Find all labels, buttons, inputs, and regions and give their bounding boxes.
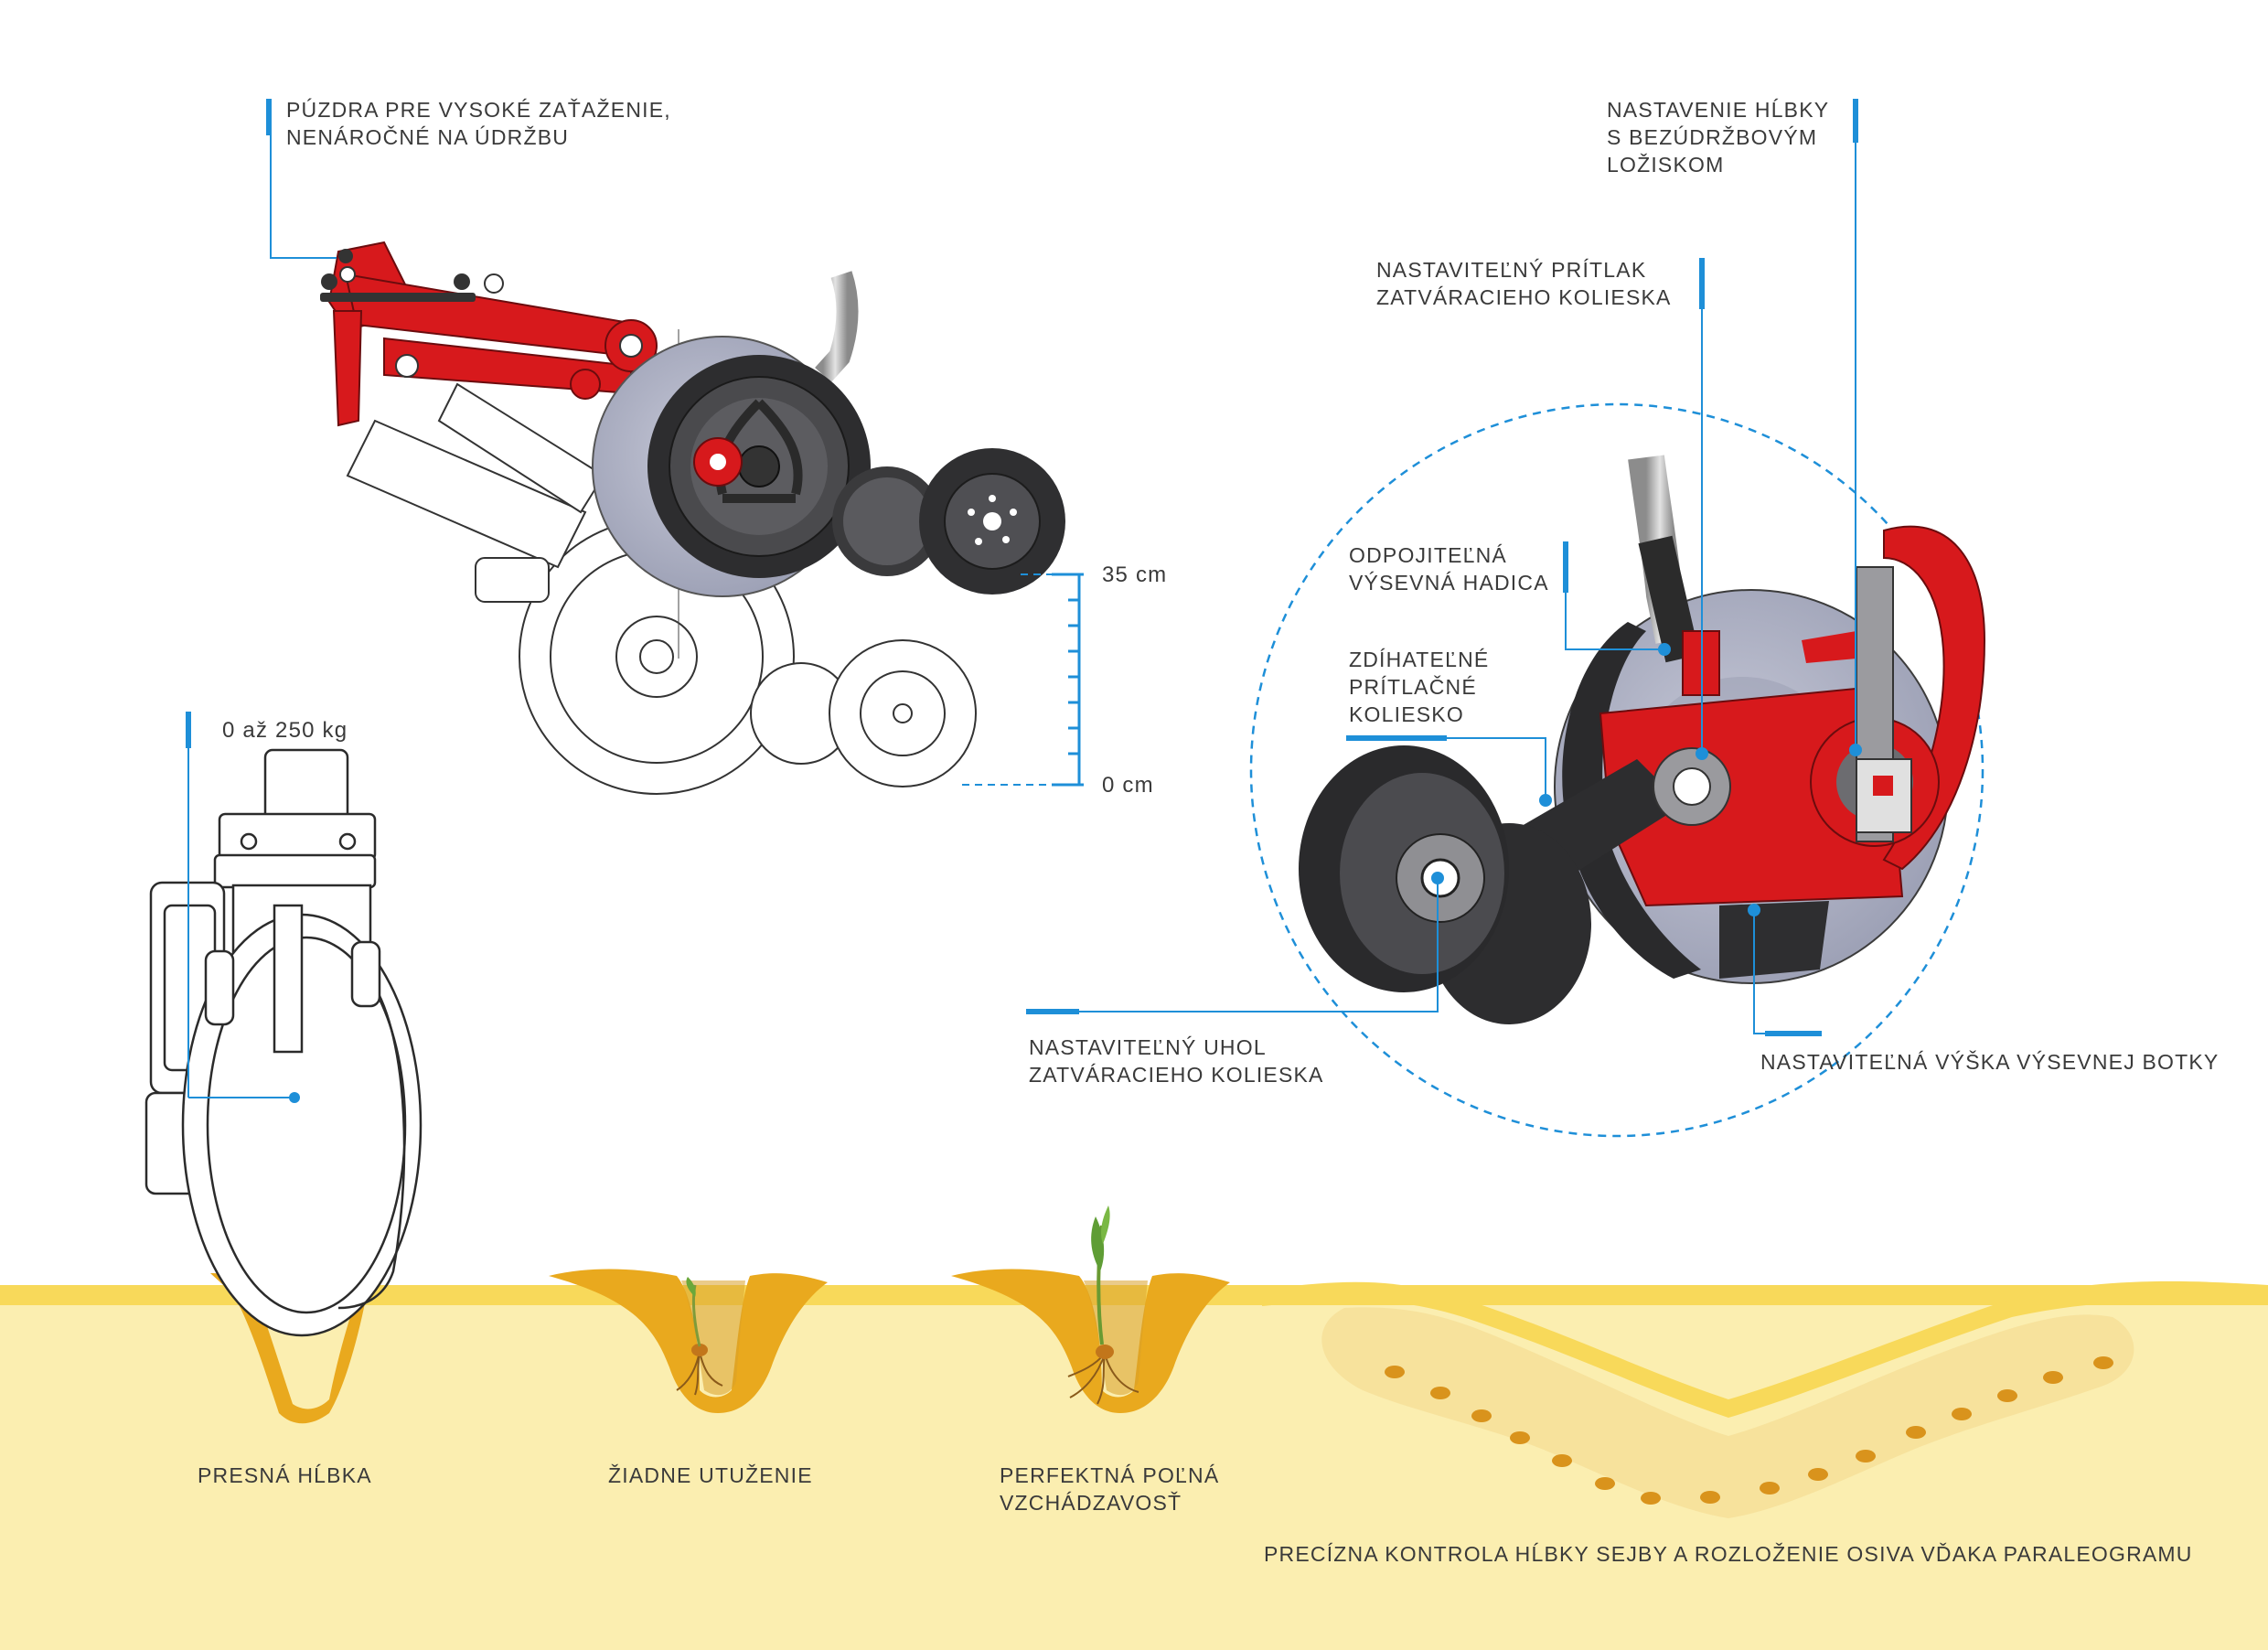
label-closing-pressure-line1: NASTAVITEĽNÝ PRÍTLAK	[1376, 258, 1647, 282]
seed-row	[1385, 1356, 2113, 1505]
label-press-wheel-line1: ZDÍHATEĽNÉ	[1349, 648, 1490, 671]
label-depth-adjust-line1: NASTAVENIE HĹBKY	[1607, 98, 1830, 122]
parallelogram-unit	[320, 241, 1065, 795]
callout-lines	[1026, 99, 1858, 1036]
side-view-unit	[144, 748, 423, 1337]
label-load-range: 0 až 250 kg	[222, 718, 348, 743]
label-bushings-line2: NENÁROČNÉ NA ÚDRŽBU	[286, 125, 570, 149]
label-parallelogram: PRECÍZNA KONTROLA HĹBKY SEJBY A ROZLOŽEN…	[1264, 1542, 2193, 1566]
label-emergence-line1: PERFEKTNÁ POĽNÁ	[1000, 1463, 1220, 1487]
label-press-wheel-line3: KOLIESKO	[1349, 702, 1464, 726]
callout-dots	[1431, 643, 1862, 916]
label-press-wheel: ZDÍHATEĽNÉ PRÍTLAČNÉ KOLIESKO	[1349, 646, 1489, 728]
depth-scale	[962, 573, 1084, 787]
label-closing-angle: NASTAVITEĽNÝ UHOL ZATVÁRACIEHO KOLIESKA	[1029, 1034, 1324, 1088]
callout-bushings	[266, 99, 337, 259]
label-scale-bottom: 0 cm	[1102, 773, 1154, 798]
label-seed-hose: ODPOJITEĽNÁ VÝSEVNÁ HADICA	[1349, 541, 1549, 596]
detail-view	[1249, 402, 1986, 1138]
sprout-icon	[686, 1205, 1110, 1347]
label-emergence-line2: VZCHÁDZAVOSŤ	[1000, 1491, 1182, 1515]
label-closing-pressure-line2: ZATVÁRACIEHO KOLIESKA	[1376, 285, 1672, 309]
label-closing-pressure: NASTAVITEĽNÝ PRÍTLAK ZATVÁRACIEHO KOLIES…	[1376, 256, 1672, 311]
label-bushings-line1: PÚZDRA PRE VYSOKÉ ZAŤAŽENIE,	[286, 98, 671, 122]
label-bushings: PÚZDRA PRE VYSOKÉ ZAŤAŽENIE, NENÁROČNÉ N…	[286, 96, 671, 151]
label-no-compaction: ŽIADNE UTUŽENIE	[608, 1463, 813, 1487]
label-precise-depth: PRESNÁ HĹBKA	[198, 1463, 372, 1487]
label-boot-height: NASTAVITEĽNÁ VÝŠKA VÝSEVNEJ BOTKY	[1760, 1050, 2220, 1074]
label-closing-angle-line2: ZATVÁRACIEHO KOLIESKA	[1029, 1063, 1324, 1087]
label-emergence: PERFEKTNÁ POĽNÁ VZCHÁDZAVOSŤ	[1000, 1462, 1219, 1516]
label-depth-adjust-line3: LOŽISKOM	[1607, 153, 1725, 177]
label-depth-adjust-line2: S BEZÚDRŽBOVÝM	[1607, 125, 1818, 149]
label-scale-top: 35 cm	[1102, 562, 1168, 587]
label-seed-hose-line2: VÝSEVNÁ HADICA	[1349, 571, 1549, 595]
label-depth-adjust: NASTAVENIE HĹBKY S BEZÚDRŽBOVÝM LOŽISKOM	[1607, 96, 1829, 178]
callout-load	[186, 712, 300, 1103]
label-closing-angle-line1: NASTAVITEĽNÝ UHOL	[1029, 1035, 1267, 1059]
label-press-wheel-line2: PRÍTLAČNÉ	[1349, 675, 1477, 699]
label-seed-hose-line1: ODPOJITEĽNÁ	[1349, 543, 1507, 567]
soil-cross-section	[0, 1205, 2268, 1650]
